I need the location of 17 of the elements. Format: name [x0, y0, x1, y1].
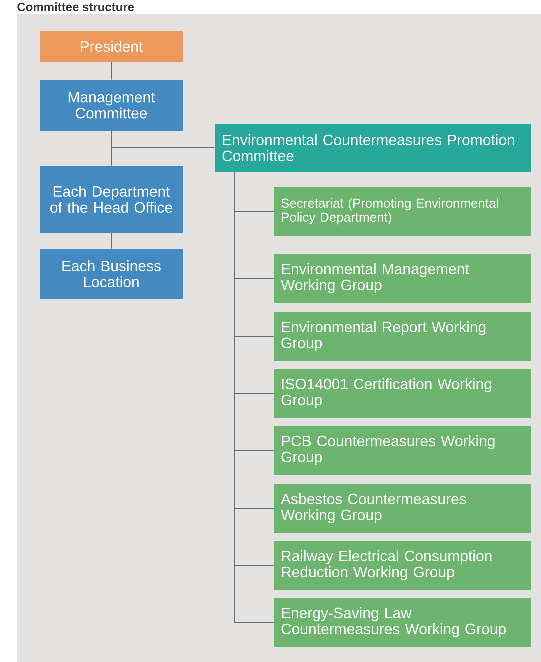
working-group-box: Environmental Report Working Group: [274, 312, 531, 361]
committee-box: Management Committee: [40, 80, 183, 131]
working-group-box: Environmental Management Working Group: [274, 254, 531, 303]
location-box: Each Business Location: [40, 249, 183, 299]
working-group-box: Secretariat (Promoting Environmental Policy Department): [274, 187, 531, 236]
working-group-box: ISO14001 Certification Working Group: [274, 369, 531, 418]
president-box: President: [40, 31, 183, 62]
working-group-box: PCB Countermeasures Working Group: [274, 426, 531, 475]
title: Committee structure: [18, 2, 134, 12]
connector-line: [111, 62, 112, 80]
connector-line: [111, 130, 216, 148]
connector-line: [111, 232, 112, 250]
working-group-box: Energy-Saving Law Countermeasures Working Group: [274, 598, 531, 647]
committee-box: Environmental Countermeasures Promotion Committee: [215, 124, 531, 172]
working-group-box: Asbestos Countermeasures Working Group: [274, 484, 531, 533]
working-group-box: Railway Electrical Consumption Reduction Working Group: [274, 541, 531, 590]
department-box: Each Department of the Head Office: [40, 166, 183, 233]
